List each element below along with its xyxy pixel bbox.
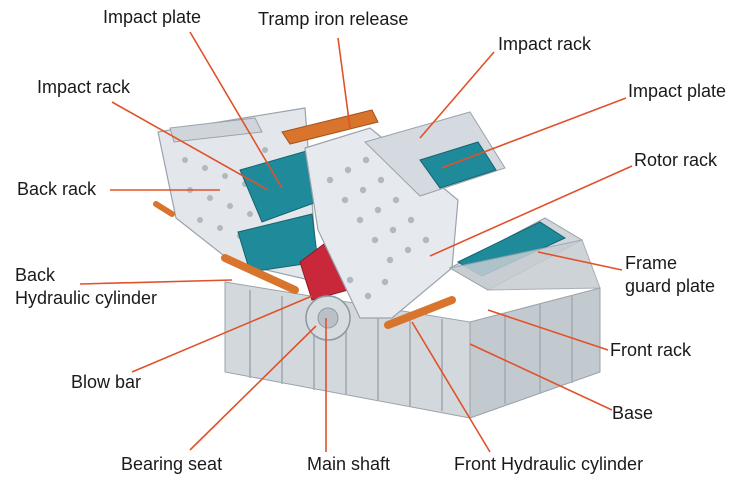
label-back-hydraulic-line1: Back xyxy=(15,265,56,285)
label-frame-guard-line2: guard plate xyxy=(625,276,716,296)
label-blow-bar: Blow bar xyxy=(71,372,142,392)
leader-back-hydraulic xyxy=(79,279,233,285)
label-bearing-seat: Bearing seat xyxy=(121,454,223,474)
leader-blow-bar xyxy=(131,295,313,373)
leader-bearing-seat xyxy=(189,325,317,451)
bearing-seat xyxy=(305,295,351,341)
label-back-hydraulic-line2: Hydraulic cylinder xyxy=(15,288,158,308)
label-back-rack: Back rack xyxy=(17,179,97,199)
front-hydraulic-cylinder xyxy=(384,296,456,329)
label-impact-rack-left: Impact rack xyxy=(37,77,131,97)
leader-base xyxy=(469,343,613,411)
leader-tramp-iron-release xyxy=(337,37,351,129)
leader-impact-rack-left xyxy=(111,101,269,191)
leader-frame-guard xyxy=(537,251,623,271)
back-side-bracket xyxy=(153,201,175,217)
base-frame xyxy=(224,281,601,419)
label-impact-rack-right: Impact rack xyxy=(498,34,592,54)
back-hydraulic-cylinder xyxy=(221,254,299,294)
leader-impact-rack-right xyxy=(419,51,495,139)
leader-rotor-rack xyxy=(429,165,633,257)
label-main-shaft: Main shaft xyxy=(307,454,391,474)
label-impact-plate-right: Impact plate xyxy=(628,81,727,101)
leader-impact-plate-right xyxy=(441,97,627,169)
frame-guard-plate xyxy=(448,217,601,291)
label-back-hydraulic-cylinder: Back Hydraulic cylinder xyxy=(15,264,157,310)
label-frame-guard-line1: Frame xyxy=(625,253,678,273)
front-rack-housing xyxy=(304,111,506,319)
leader-front-rack xyxy=(487,309,609,351)
leader-front-hydraulic xyxy=(411,321,491,453)
label-rotor-rack: Rotor rack xyxy=(634,150,718,170)
tramp-iron-plate xyxy=(281,109,379,145)
label-tramp-iron-release: Tramp iron release xyxy=(258,9,409,29)
label-frame-guard-plate: Frame guard plate xyxy=(625,252,715,298)
label-base: Base xyxy=(612,403,654,423)
leader-lines xyxy=(79,31,633,453)
label-front-hydraulic-cylinder: Front Hydraulic cylinder xyxy=(454,454,644,474)
leader-impact-plate-top xyxy=(189,31,283,189)
label-front-rack: Front rack xyxy=(610,340,692,360)
label-impact-plate-top: Impact plate xyxy=(103,7,202,27)
